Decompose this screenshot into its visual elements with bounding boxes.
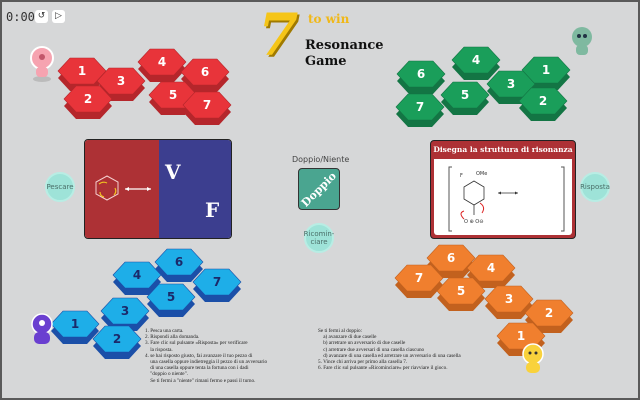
board-tile-1: 1 <box>50 310 100 344</box>
true-label: V <box>165 160 181 184</box>
tile-number: 7 <box>415 271 423 285</box>
tile-number: 6 <box>201 65 209 79</box>
tile-number: 5 <box>167 290 175 304</box>
title-number: 7 <box>258 2 299 69</box>
rotate-ccw-icon[interactable]: ↺ <box>35 10 48 23</box>
tile-number: 2 <box>539 94 547 108</box>
board-tile-4: 4 <box>451 46 501 80</box>
tile-number: 4 <box>472 53 480 67</box>
tile-number: 4 <box>487 261 495 275</box>
tile-number: 3 <box>505 292 513 306</box>
ricominciare-button[interactable]: Ricomin- ciare <box>304 223 334 253</box>
board-tile-2: 2 <box>518 87 568 121</box>
board-tile-6: 6 <box>426 244 476 278</box>
board-tile-4: 4 <box>466 254 516 288</box>
svg-text:O ⊕ O⊖: O ⊕ O⊖ <box>464 219 483 225</box>
board-tile-4: 4 <box>137 48 187 82</box>
board-tile-2: 2 <box>63 85 113 119</box>
board-tile-7: 7 <box>395 93 445 127</box>
tile-number: 6 <box>175 255 183 269</box>
board-tile-6: 6 <box>180 58 230 92</box>
pescare-button[interactable]: Pescare <box>45 172 75 202</box>
board-tile-7: 7 <box>182 91 232 125</box>
tile-number: 5 <box>457 284 465 298</box>
board-tile-3: 3 <box>484 285 534 319</box>
tile-number: 1 <box>542 63 550 77</box>
card-title: Disegna la struttura di risonanza <box>433 145 573 154</box>
tile-number: 3 <box>121 304 129 318</box>
orange-board: 6 4 7 5 3 2 1 <box>394 244 574 356</box>
tile-number: 2 <box>84 92 92 106</box>
tile-number: 5 <box>169 88 177 102</box>
green-board: 4 1 6 3 5 2 7 <box>395 46 571 127</box>
substituent-f: F <box>460 173 463 179</box>
board-tile-3: 3 <box>100 297 150 331</box>
board-tile-7: 7 <box>394 264 444 298</box>
yellow-alien-avatar <box>522 343 544 373</box>
board-tile-3: 3 <box>96 67 146 101</box>
tile-number: 6 <box>447 251 455 265</box>
board-tile-4: 4 <box>112 261 162 295</box>
resonance-card: Disegna la struttura di risonanza F OMe … <box>430 140 576 239</box>
question-card: V F <box>84 139 232 239</box>
tile-number: 2 <box>113 332 121 346</box>
green-alien-avatar <box>572 27 592 55</box>
blue-board: 6 4 7 5 3 1 2 <box>50 248 242 359</box>
doppio-niente-label: Doppio/Niente <box>292 155 350 164</box>
molecule-structure: F OMe O ⊕ O⊖ <box>448 166 565 232</box>
board-tile-6: 6 <box>396 60 446 94</box>
tile-number: 7 <box>416 100 424 114</box>
board-tile-1: 1 <box>57 57 107 91</box>
red-board: 4 1 6 3 5 2 7 <box>57 48 232 125</box>
purple-alien-avatar <box>31 313 53 344</box>
board-tile-5: 5 <box>148 81 198 115</box>
board-tile-5: 5 <box>436 277 486 311</box>
tile-number: 1 <box>71 317 79 331</box>
rules-left: 1. Pesca una carta. 2. Rispondi alla dom… <box>145 328 268 384</box>
board-tile-2: 2 <box>92 325 142 359</box>
tile-number: 3 <box>507 77 515 91</box>
rules-right: Se ti fermi al doppio: a) avanzare di du… <box>318 328 461 372</box>
doppio-dice-button[interactable]: Doppio <box>298 168 340 210</box>
tile-number: 5 <box>461 88 469 102</box>
board-tile-5: 5 <box>440 81 490 115</box>
title-to-win: to win <box>308 12 350 26</box>
tile-number: 7 <box>203 98 211 112</box>
tile-number: 2 <box>545 306 553 320</box>
board-tile-5: 5 <box>146 283 196 317</box>
tile-number: 7 <box>213 275 221 289</box>
board-tile-7: 7 <box>192 268 242 302</box>
board-tile-2: 2 <box>524 299 574 333</box>
risposta-button[interactable]: Risposta <box>580 172 610 202</box>
board-tile-6: 6 <box>154 248 204 282</box>
tile-number: 3 <box>117 74 125 88</box>
pink-alien-avatar <box>30 46 54 82</box>
play-step-icon[interactable]: ▷ <box>52 10 65 23</box>
tile-number: 6 <box>417 67 425 81</box>
tile-number: 4 <box>158 55 166 69</box>
doppio-label: Doppio <box>298 168 340 210</box>
tile-number: 1 <box>517 329 525 343</box>
benzene-resonance-icon <box>95 175 151 201</box>
title-line2: Game <box>305 54 347 69</box>
tile-number: 4 <box>133 268 141 282</box>
false-label: F <box>205 198 220 222</box>
timer: 0:00 <box>6 10 35 24</box>
title-line1: Resonance <box>305 38 384 53</box>
substituent-ome: OMe <box>476 171 487 177</box>
tile-number: 1 <box>78 64 86 78</box>
